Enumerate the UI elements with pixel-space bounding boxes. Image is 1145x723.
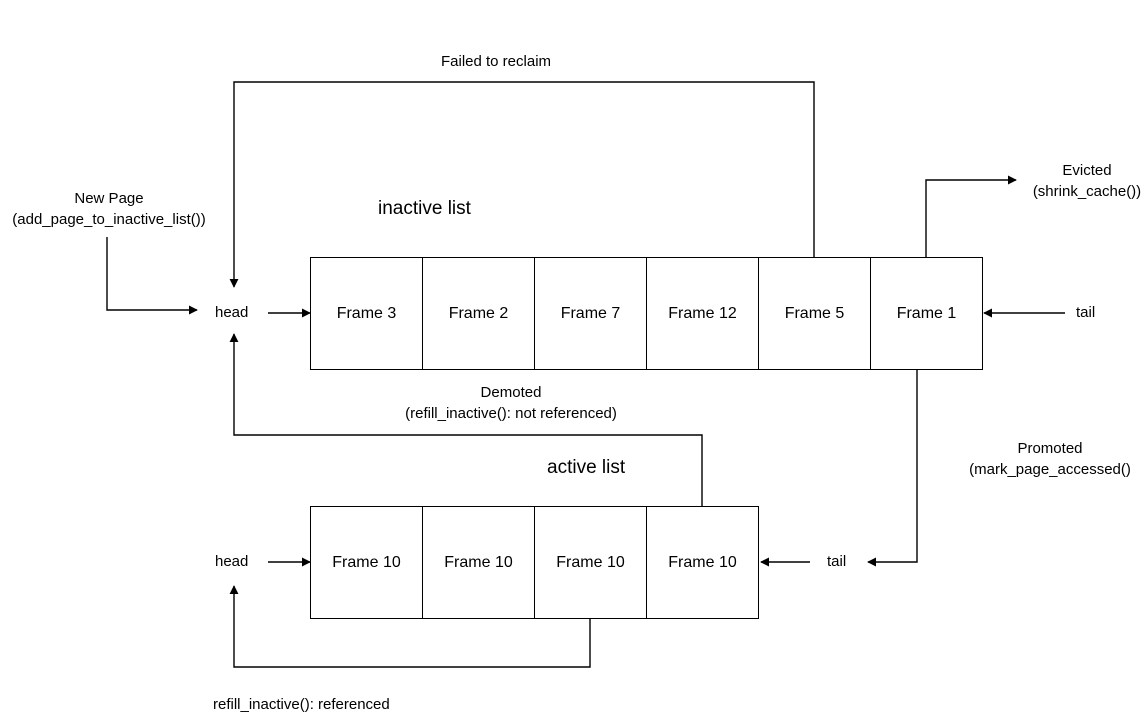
evicted-line1: Evicted xyxy=(1062,162,1112,179)
evicted-label: Evicted (shrink_cache()) xyxy=(1033,160,1141,202)
active-frame-box: Frame 10 xyxy=(534,506,647,619)
refill-referenced-label: refill_inactive(): referenced xyxy=(213,696,390,713)
active-tail-label: tail xyxy=(827,553,847,570)
promoted-line1: Promoted xyxy=(1017,440,1083,457)
promoted-arrow xyxy=(867,369,918,567)
demoted-line2: (refill_inactive(): not referenced) xyxy=(405,405,617,422)
failed-to-reclaim-arrow xyxy=(229,81,815,288)
failed-to-reclaim-label: Failed to reclaim xyxy=(440,53,552,70)
active-list-title: active list xyxy=(547,457,626,478)
refill-referenced-arrow xyxy=(229,585,591,668)
new-page-label: New Page (add_page_to_inactive_list()) xyxy=(12,188,205,230)
inactive-frame-box: Frame 12 xyxy=(646,257,759,370)
promoted-line2: (mark_page_accessed() xyxy=(969,461,1131,478)
inactive-tail-label: tail xyxy=(1076,304,1096,321)
inactive-head-label: head xyxy=(215,304,249,321)
inactive-frame-box: Frame 7 xyxy=(534,257,647,370)
demoted-line1: Demoted xyxy=(480,384,542,401)
active-frame-box: Frame 10 xyxy=(422,506,535,619)
active-frame-box: Frame 10 xyxy=(310,506,423,619)
demoted-arrow xyxy=(229,333,703,506)
inactive-frame-box: Frame 2 xyxy=(422,257,535,370)
new-page-arrow xyxy=(106,237,198,315)
evicted-line2: (shrink_cache()) xyxy=(1032,183,1142,200)
active-frame-box: Frame 10 xyxy=(646,506,759,619)
inactive-frame-box: Frame 3 xyxy=(310,257,423,370)
demoted-label: Demoted (refill_inactive(): not referenc… xyxy=(405,382,617,424)
inactive-frame-box: Frame 1 xyxy=(870,257,983,370)
new-page-line2: (add_page_to_inactive_list()) xyxy=(12,211,206,228)
active-head-label: head xyxy=(215,553,249,570)
inactive-frame-box: Frame 5 xyxy=(758,257,871,370)
inactive-list-title: inactive list xyxy=(378,198,471,219)
promoted-label: Promoted (mark_page_accessed() xyxy=(969,438,1131,480)
new-page-line1: New Page xyxy=(74,190,144,207)
evicted-arrow xyxy=(925,175,1017,257)
